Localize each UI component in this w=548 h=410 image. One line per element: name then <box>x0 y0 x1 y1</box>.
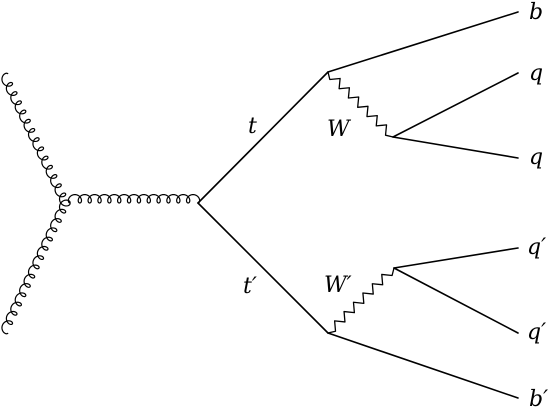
q-prime-quark-line-upper <box>393 247 519 269</box>
label-q-prime-upper: q′ <box>527 235 546 260</box>
label-q-prime-lower: q′ <box>527 320 546 345</box>
q-quark-line-upper <box>392 72 519 138</box>
label-t: t <box>248 114 257 139</box>
q-quark-line-lower <box>392 136 519 159</box>
w-prime-boson-line <box>327 267 395 334</box>
incoming-gluon-upper <box>1 72 71 207</box>
s-channel-gluon <box>67 193 201 204</box>
label-q-upper: q <box>529 61 543 86</box>
label-b-prime: b′ <box>529 387 548 410</box>
label-b: b <box>529 0 543 25</box>
w-boson-line <box>327 71 394 138</box>
incoming-gluon-lower <box>1 199 71 335</box>
top-quark-line <box>197 71 329 204</box>
antitop-quark-line <box>197 202 329 334</box>
label-q-lower: q <box>529 145 543 170</box>
q-prime-quark-line-lower <box>393 267 519 334</box>
label-w-prime: W′ <box>324 273 352 298</box>
b-quark-line <box>327 11 519 73</box>
label-t-prime: t′ <box>243 274 257 299</box>
b-prime-quark-line <box>327 332 519 399</box>
label-w: W <box>327 117 352 142</box>
